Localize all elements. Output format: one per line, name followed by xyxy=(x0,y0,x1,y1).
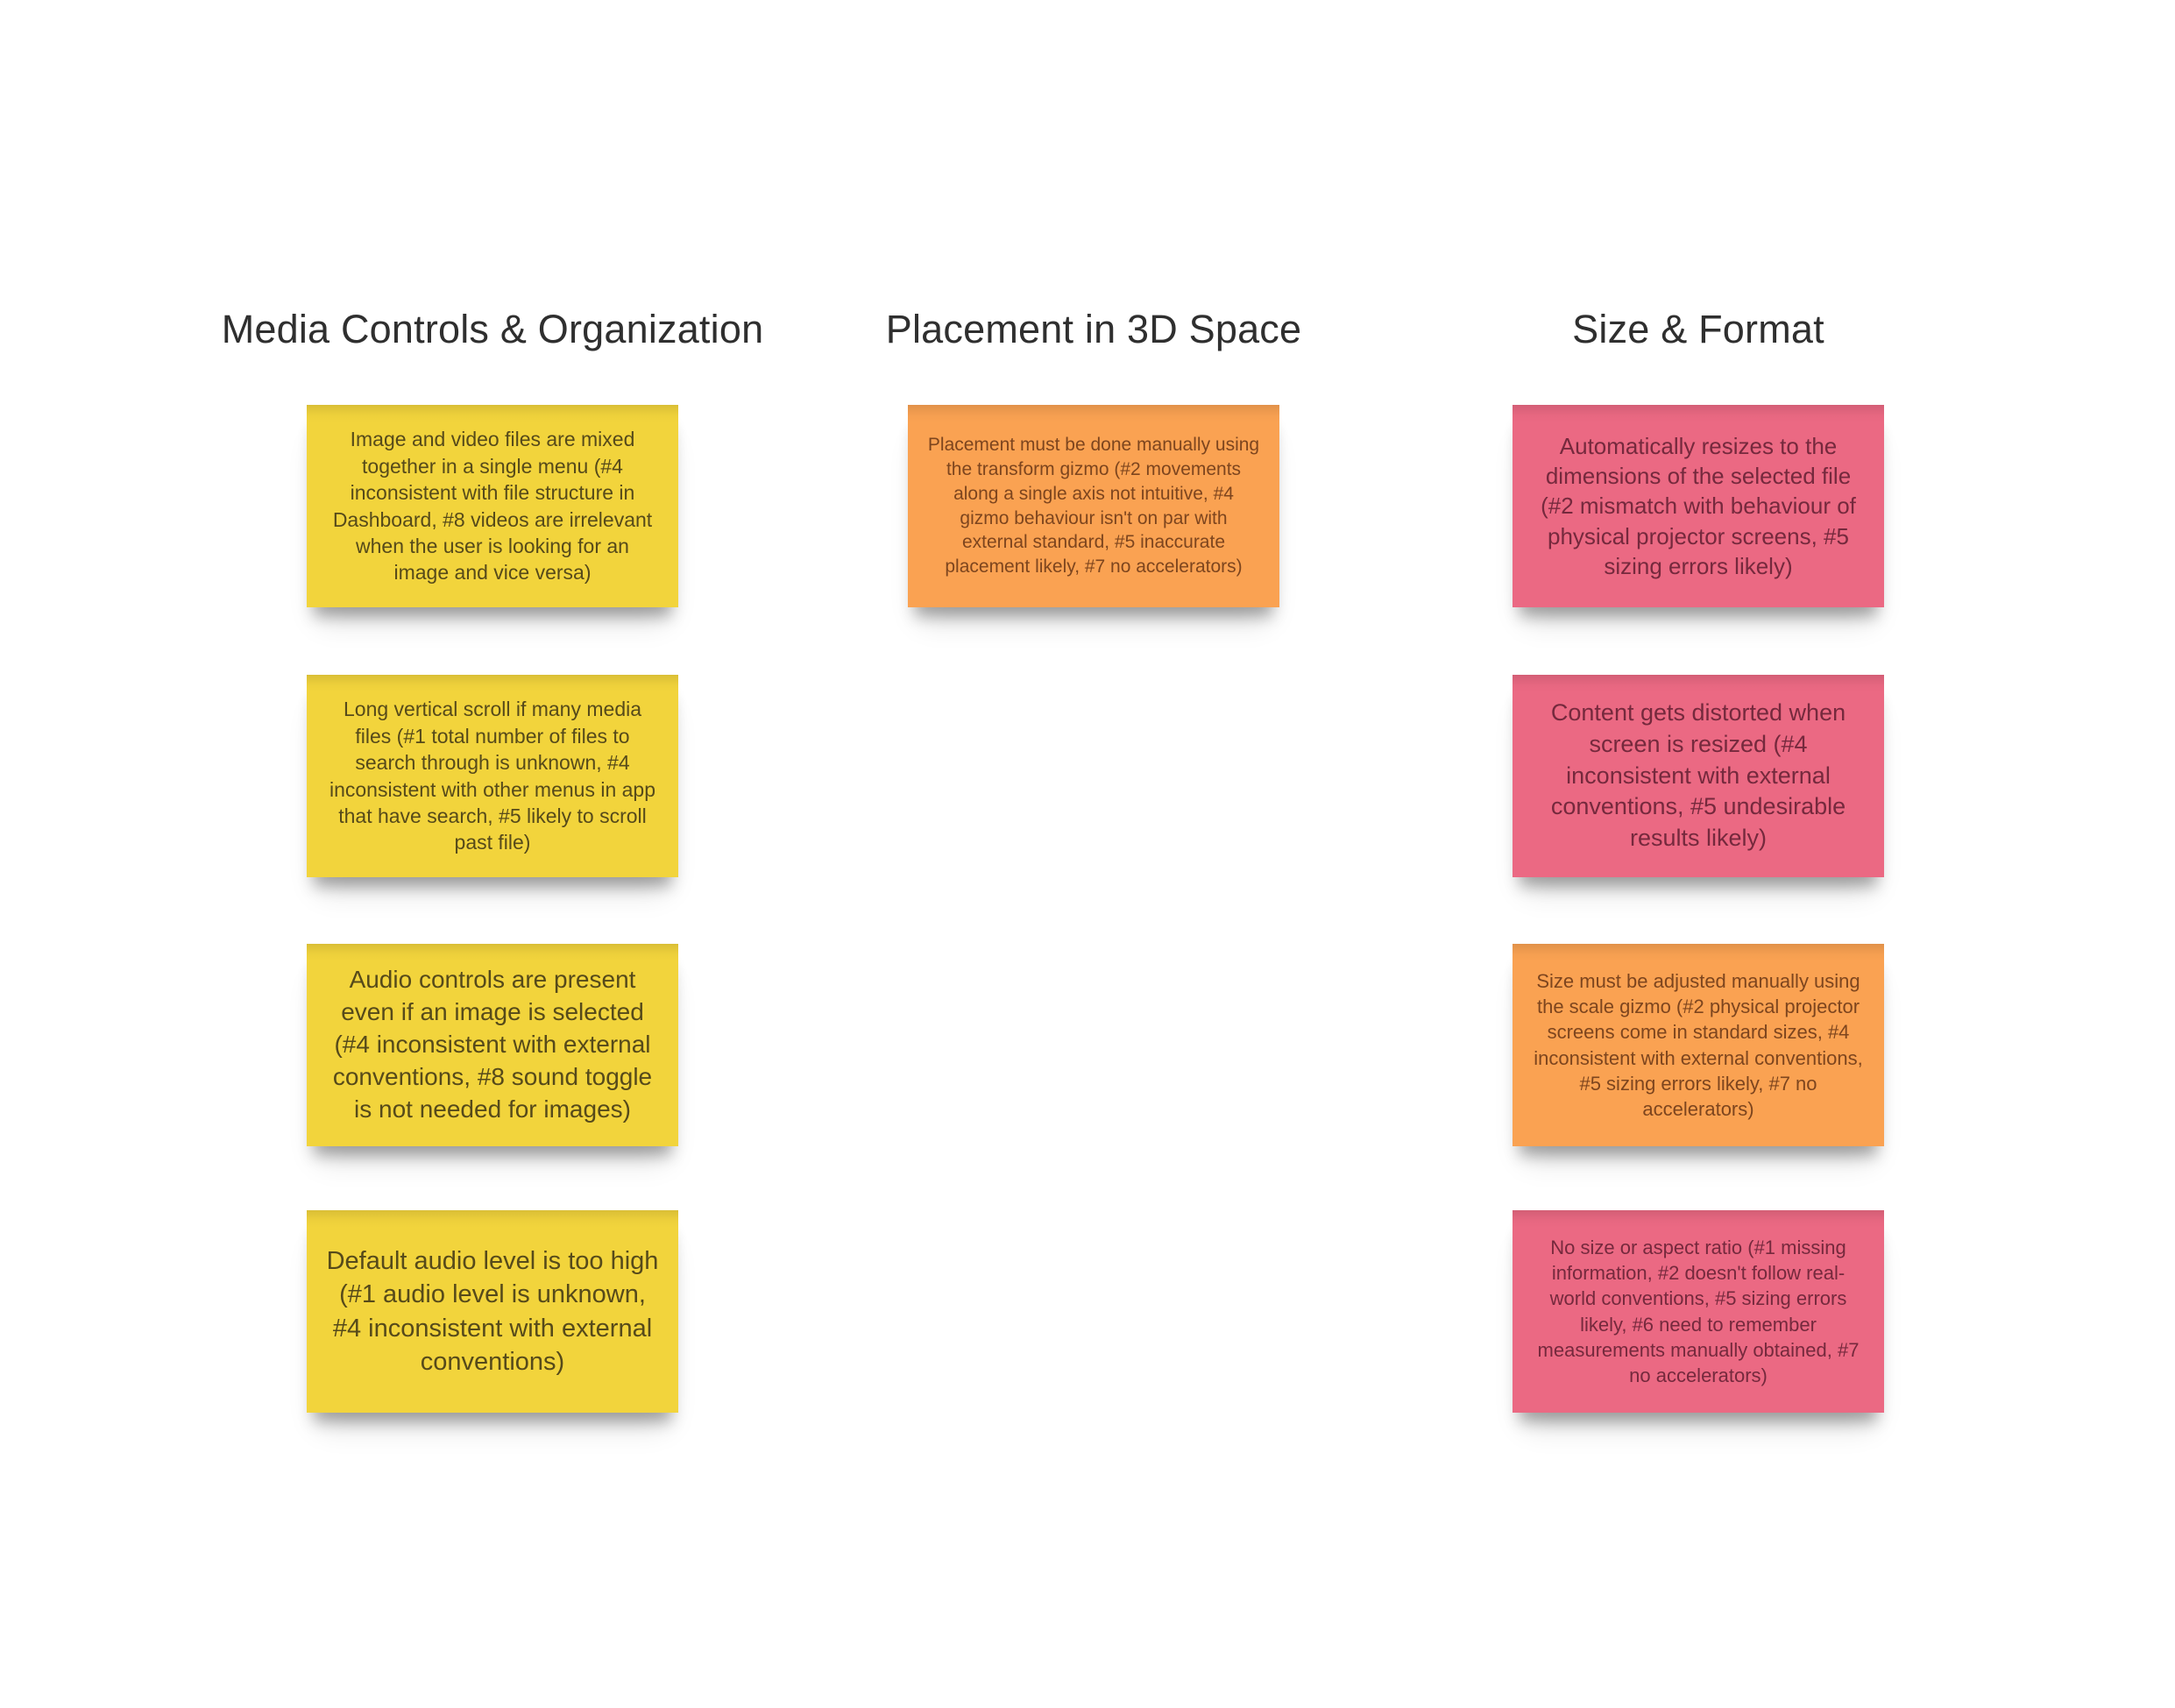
sticky-note[interactable]: Placement must be done manually using th… xyxy=(908,405,1279,607)
sticky-note-text: Size must be adjusted manually using the… xyxy=(1534,970,1863,1120)
sticky-note-text: No size or aspect ratio (#1 missing info… xyxy=(1537,1237,1860,1386)
sticky-note[interactable]: Content gets distorted when screen is re… xyxy=(1513,675,1884,877)
column-title-size-format[interactable]: Size & Format xyxy=(1572,307,1824,352)
sticky-note[interactable]: Automatically resizes to the dimensions … xyxy=(1513,405,1884,607)
sticky-note[interactable]: Audio controls are present even if an im… xyxy=(307,944,678,1146)
column-size-format: Size & Format Automatically resizes to t… xyxy=(1513,0,1884,1708)
column-placement-3d: Placement in 3D Space Placement must be … xyxy=(886,0,1301,1708)
sticky-note-text: Automatically resizes to the dimensions … xyxy=(1541,432,1856,579)
sticky-note-text: Audio controls are present even if an im… xyxy=(332,966,653,1123)
sticky-note[interactable]: No size or aspect ratio (#1 missing info… xyxy=(1513,1210,1884,1413)
sticky-note[interactable]: Size must be adjusted manually using the… xyxy=(1513,944,1884,1146)
sticky-note-text: Long vertical scroll if many media files… xyxy=(329,698,656,854)
sticky-note-text: Placement must be done manually using th… xyxy=(927,435,1260,577)
sticky-note-text: Content gets distorted when screen is re… xyxy=(1550,699,1846,851)
sticky-note[interactable]: Image and video files are mixed together… xyxy=(307,405,678,607)
sticky-note-text: Default audio level is too high (#1 audi… xyxy=(326,1246,659,1376)
sticky-note[interactable]: Default audio level is too high (#1 audi… xyxy=(307,1210,678,1413)
sticky-note-text: Image and video files are mixed together… xyxy=(332,428,653,585)
sticky-note[interactable]: Long vertical scroll if many media files… xyxy=(307,675,678,877)
column-media-controls: Media Controls & Organization Image and … xyxy=(222,0,763,1708)
column-title-placement-3d[interactable]: Placement in 3D Space xyxy=(885,307,1302,352)
column-title-media-controls[interactable]: Media Controls & Organization xyxy=(221,307,764,352)
